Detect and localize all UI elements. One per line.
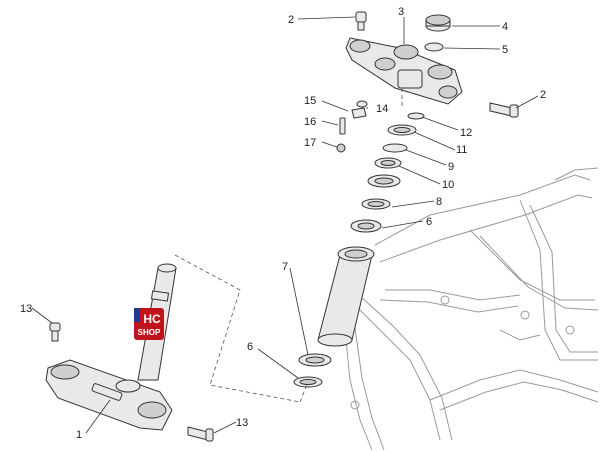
callout-13-bottom: 13 [236,417,248,429]
callout-16: 16 [304,116,316,128]
small-hardware [336,100,368,153]
lower-triple-clamp [45,263,177,431]
assembly-line [174,254,309,403]
leader-lines [31,16,539,434]
callout-5: 5 [502,44,508,56]
bolt-right [489,102,519,118]
callout-12: 12 [460,127,472,139]
logo-line2: SHOP [138,328,161,337]
bolt-left [49,322,61,342]
callout-11: 11 [456,144,467,156]
motorcycle-frame [344,167,599,451]
callout-14: 14 [376,103,388,115]
callout-8: 8 [436,196,442,208]
upper-triple-clamp [345,37,463,105]
callout-6-lower: 6 [247,341,253,353]
callout-3: 3 [398,6,404,18]
callout-15: 15 [304,95,316,107]
callout-2-top: 2 [288,14,294,26]
callout-2-right: 2 [540,89,546,101]
callout-9: 9 [448,161,454,173]
washer [424,42,444,52]
bolt-bottom [187,426,214,442]
logo-line1: HC [143,312,161,326]
callout-13-left: 13 [20,303,32,315]
cap-nut [425,14,451,32]
head-tube [317,246,375,347]
hc-shop-logo: HC SHOP [134,308,164,340]
callout-4: 4 [502,21,508,33]
bolt-top [355,11,367,31]
callout-1: 1 [76,429,82,441]
callout-7: 7 [282,261,288,273]
callout-labels: 2 3 4 5 2 15 14 16 12 11 17 9 10 8 6 7 1… [20,6,546,441]
callout-6-upper: 6 [426,216,432,228]
callout-10: 10 [442,179,454,191]
callout-17: 17 [304,137,316,149]
bearing-stack [293,112,425,388]
